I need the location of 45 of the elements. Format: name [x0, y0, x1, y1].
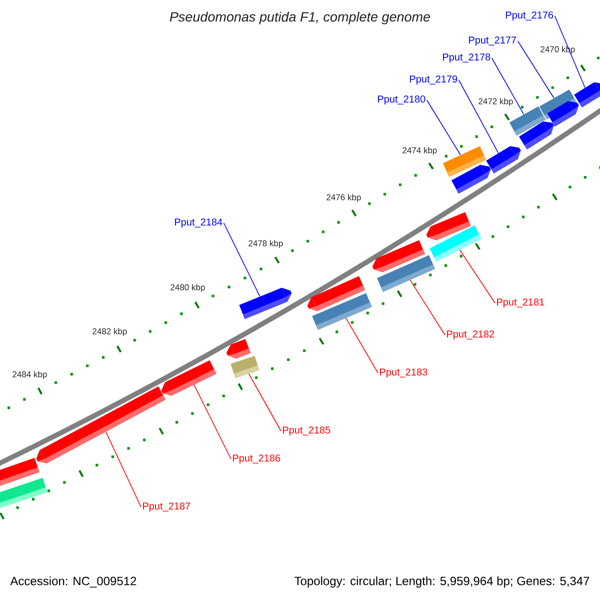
- gene-block: [430, 225, 482, 262]
- gene-label: Pput_2182: [447, 330, 494, 340]
- leader-line: [458, 80, 499, 154]
- gene-block: [486, 146, 521, 174]
- scale-label: 2480 kbp: [170, 284, 205, 292]
- scale-label: 2482 kbp: [92, 328, 127, 336]
- gene-block: [574, 82, 600, 108]
- scale-label: 2478 kbp: [248, 240, 283, 248]
- leader-line: [194, 384, 232, 460]
- gene-block: [230, 356, 260, 378]
- leader-line: [554, 16, 586, 88]
- scale-label: 2472 kbp: [478, 98, 513, 106]
- leader-line: [491, 58, 524, 115]
- gene-label: Pput_2184: [175, 218, 222, 228]
- gene-label: Pput_2185: [283, 426, 330, 436]
- gene-label: Pput_2187: [143, 502, 190, 512]
- title: Pseudomonas putida F1, complete genome: [170, 12, 430, 24]
- scale-label: 2474 kbp: [402, 147, 437, 155]
- scale-label: 2484 kbp: [12, 371, 47, 379]
- gene-label: Pput_2186: [233, 454, 280, 464]
- gene-label: Pput_2180: [378, 95, 426, 105]
- gene-block: [161, 360, 216, 396]
- leader-line: [346, 318, 378, 374]
- gene-block: [451, 164, 491, 194]
- gene-label: Pput_2177: [469, 36, 516, 46]
- gene-block: [547, 101, 579, 126]
- leader-line: [248, 373, 282, 432]
- leader-line: [459, 250, 496, 304]
- gene-label: Pput_2176: [506, 11, 554, 21]
- gene-block: [239, 288, 292, 319]
- gene-label: Pput_2178: [443, 53, 490, 63]
- leader-line: [410, 280, 446, 336]
- scale-label: 2476 kbp: [326, 194, 361, 202]
- gene-label: Pput_2179: [410, 75, 458, 85]
- gene-block: [36, 386, 166, 464]
- accession-text: Accession: NC_009512: [10, 576, 136, 588]
- gene-label: Pput_2181: [497, 298, 544, 308]
- gene-block: [312, 293, 372, 330]
- gene-block: [376, 255, 436, 292]
- genome-info-text: Topology: circular; Length: 5,959,964 bp; Genes: 5,347: [294, 576, 590, 588]
- gene-block: [226, 339, 251, 359]
- leader-line: [223, 222, 260, 297]
- gene-block: [519, 121, 554, 150]
- gene-label: Pput_2183: [380, 368, 428, 378]
- leader-line: [105, 431, 142, 508]
